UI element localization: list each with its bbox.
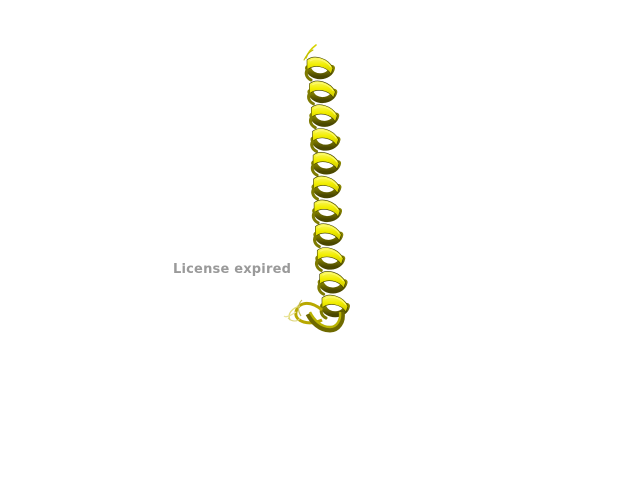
helix-turn-highlight [319, 249, 342, 258]
helix-turn-highlight [313, 106, 336, 115]
license-watermark: License expired [173, 262, 292, 277]
helix-turn-highlight [316, 201, 339, 211]
helix-turn-front [313, 175, 340, 194]
helix-turn-edge [311, 187, 319, 201]
alpha-helix-ribbon [304, 56, 350, 320]
helix-turn-edge [311, 211, 320, 225]
helix-turn-front [312, 152, 340, 170]
helix-turn-front [306, 56, 334, 75]
helix-turn-front [309, 80, 336, 99]
helix-turn-front [319, 271, 346, 289]
helix-turn-highlight [315, 130, 337, 139]
helix-turn-edge [310, 139, 318, 153]
helix-turn-highlight [317, 225, 340, 234]
helix-turn-highlight [315, 153, 338, 163]
helix-turn-front [312, 128, 339, 147]
helix-turn-highlight [324, 296, 347, 306]
helix-turn-highlight [322, 272, 345, 282]
helix-turn-highlight [312, 82, 334, 92]
helix-turn-edge [307, 92, 315, 106]
helix-turn-edge [317, 282, 326, 296]
helix-turn-highlight [316, 177, 338, 187]
helix-turn-front [315, 223, 342, 242]
helix-turn-edge [314, 258, 323, 272]
helix-turn-front [310, 104, 338, 123]
c-terminal-loop [283, 299, 345, 333]
helix-turn-edge [310, 163, 319, 177]
helix-turn-edge [309, 116, 317, 130]
helix-turn-front [313, 199, 341, 218]
helix-turn-highlight [309, 58, 332, 68]
helix-turn-edge [304, 68, 313, 82]
helix-turn-edge [313, 235, 321, 249]
helix-turn-front [321, 294, 349, 313]
helix-turn-front [316, 247, 344, 266]
